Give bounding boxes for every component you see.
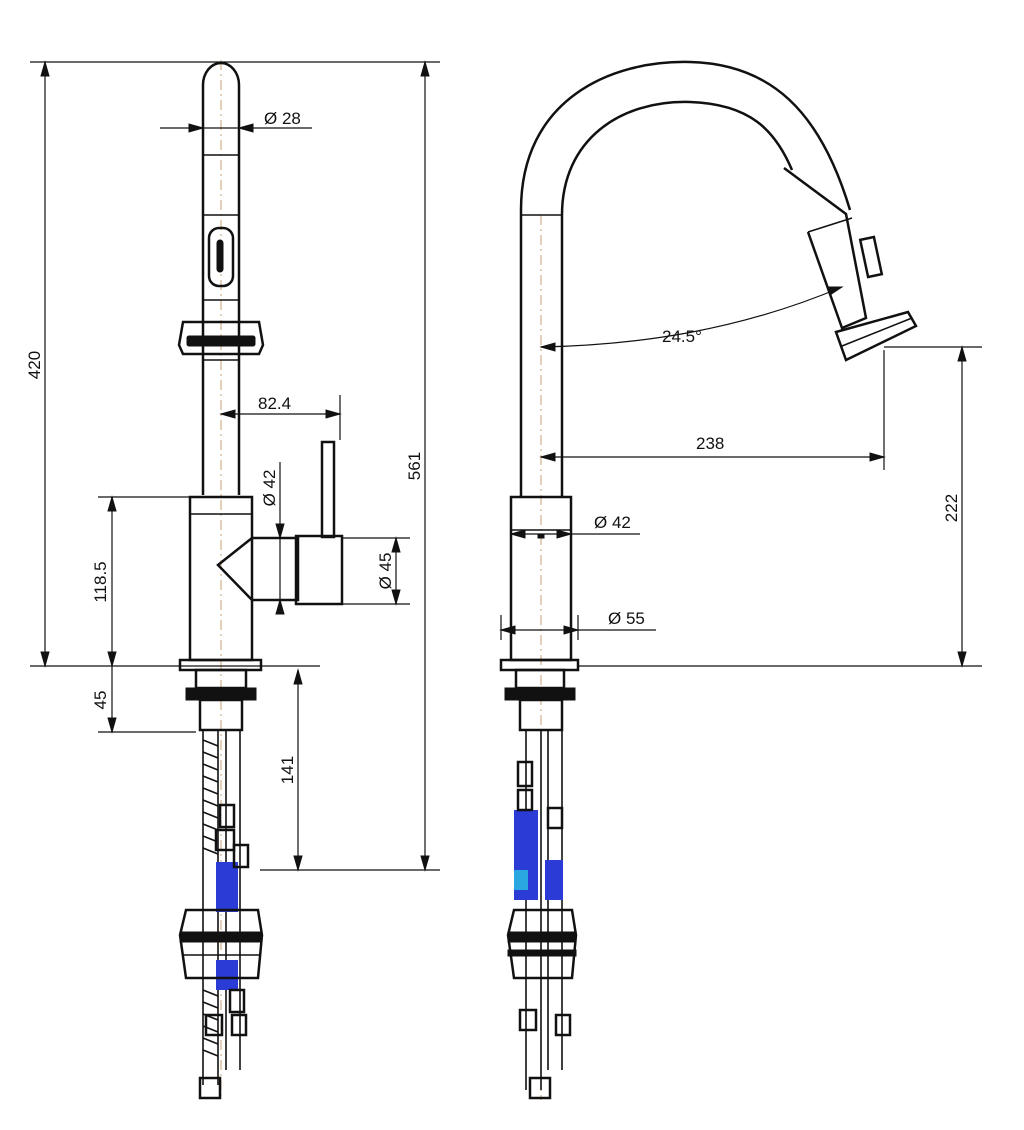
dim-561: 561 [405,452,424,480]
side-spout-outer [519,60,852,497]
lever-handle [320,440,336,539]
spray-button [207,226,235,288]
dim-24-5-angle: 24.5° [662,327,702,346]
side-spray-head [783,166,868,330]
dim-222: 222 [942,494,961,522]
lever-cap [294,534,344,606]
dim-dia-55: Ø 55 [608,609,645,628]
front-spout-tube [201,61,241,495]
dim-dia-45: Ø 45 [376,553,395,590]
dim-118-5: 118.5 [91,561,110,602]
dim-82-4: 82.4 [258,394,291,413]
dim-420: 420 [25,351,44,379]
side-spout-inner [560,100,794,497]
dim-dia-42-front: Ø 42 [260,470,279,507]
front-hose-blue-lower [216,960,238,990]
dim-238: 238 [696,434,724,453]
side-spray-ring [834,310,918,362]
side-view [499,60,982,1100]
spray-ring [177,320,265,356]
side-base-plate [499,658,580,672]
front-hose-blue-upper [216,862,238,912]
side-coupler [506,908,578,980]
lever-connector [216,536,300,602]
dim-141: 141 [278,756,297,784]
front-view [30,60,440,1100]
dim-dia-42-side: Ø 42 [594,513,631,532]
dim-dia-28: Ø 28 [264,109,301,128]
dim-45-base: 45 [91,691,110,710]
